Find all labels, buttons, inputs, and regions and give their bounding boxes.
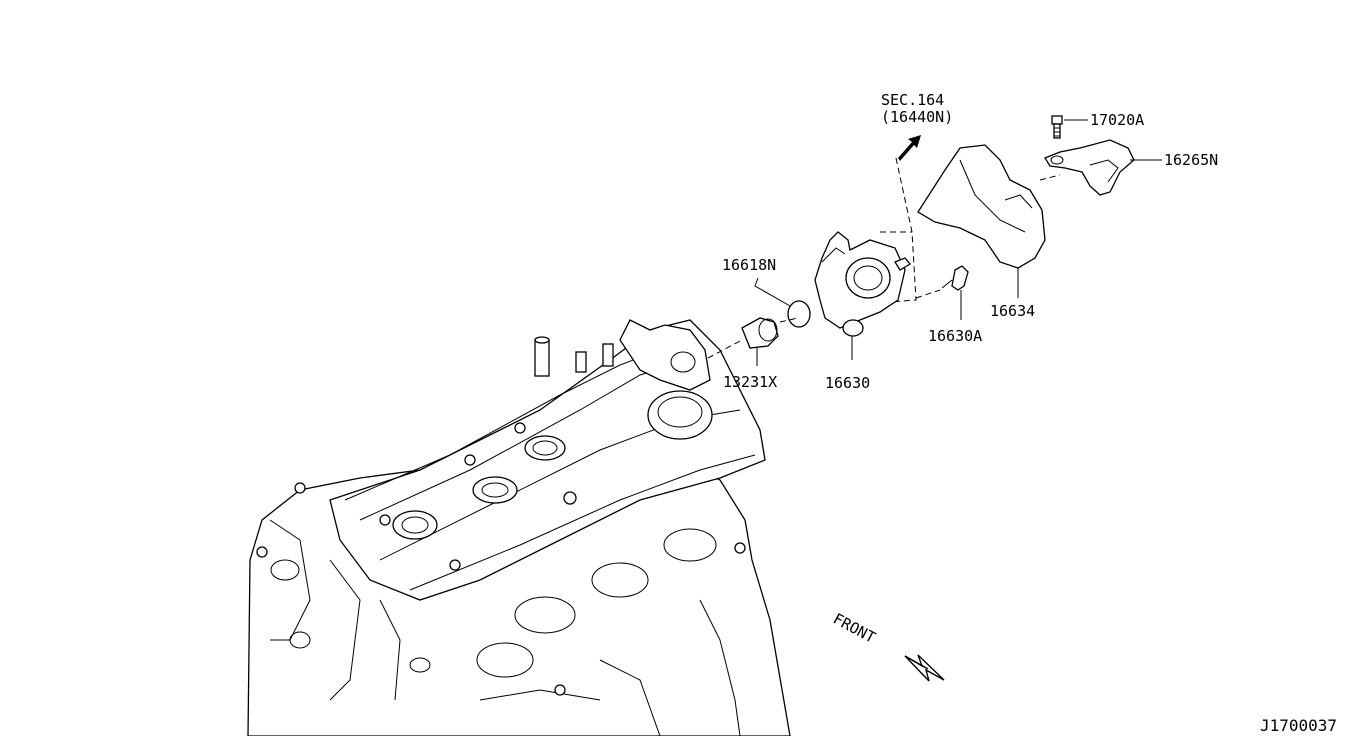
bolt-16630a <box>941 265 969 291</box>
plug-13231x <box>741 317 779 349</box>
part-label-17020a: 17020A <box>1090 111 1144 129</box>
part-label-16630a: 16630A <box>928 327 982 345</box>
sec-reference-line2: (16440N) <box>881 108 953 126</box>
valve-16630 <box>814 231 911 337</box>
bracket-16265n <box>1044 139 1135 196</box>
front-direction-label: FRONT <box>830 610 878 647</box>
part-label-13231x: 13231X <box>723 373 777 391</box>
sec-reference-arrow-icon <box>898 135 921 161</box>
cover-16634 <box>917 144 1046 269</box>
part-label-16630: 16630 <box>825 374 870 392</box>
o-ring-16618n <box>787 300 811 328</box>
part-label-16265n: 16265N <box>1164 151 1218 169</box>
part-label-16634: 16634 <box>990 302 1035 320</box>
front-direction-arrow-icon <box>904 654 945 682</box>
diagram-code: J1700037 <box>1260 716 1337 735</box>
part-label-16618n: 16618N <box>722 256 776 274</box>
bolt-17020a <box>1051 115 1063 139</box>
sec-reference-line1: SEC.164 <box>881 91 944 109</box>
engine-cylinder-head-illustration <box>247 319 791 736</box>
